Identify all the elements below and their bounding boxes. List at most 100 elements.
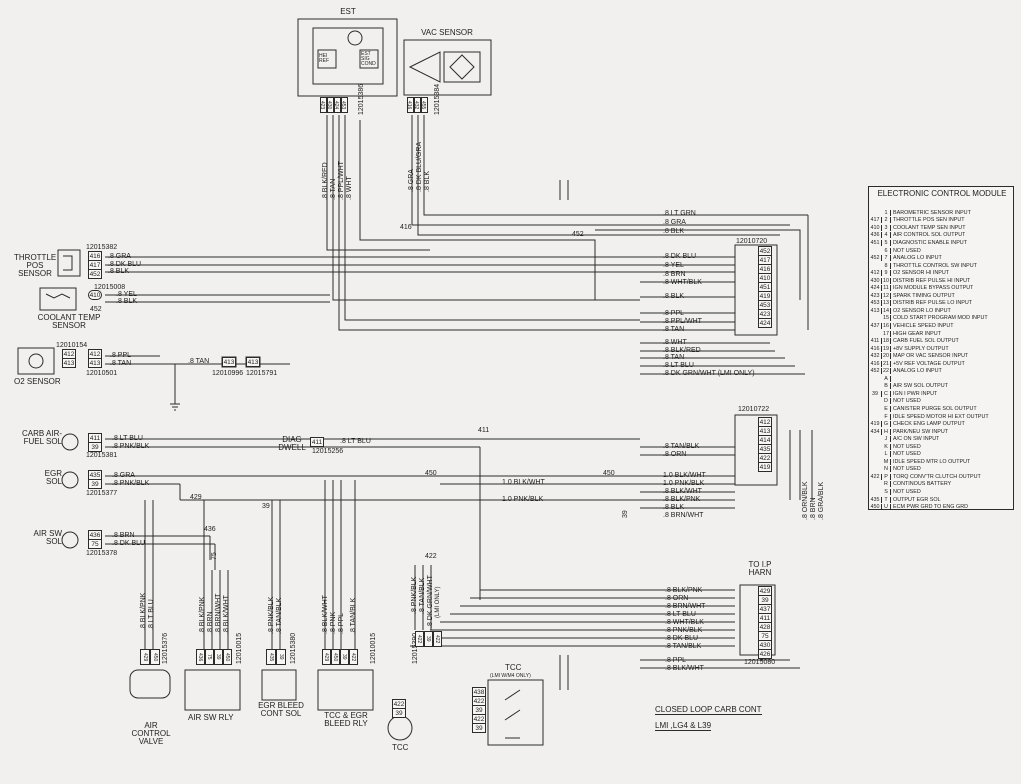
wire-egr-bleed-1: .8 PNK/BLK xyxy=(268,596,275,634)
o2-pin: 412 xyxy=(62,349,76,359)
ecm-wire-number: 422 xyxy=(869,473,882,480)
tcc-lmi-note: (LMI W/M4 ONLY) xyxy=(490,673,531,679)
vac-pin: 455 xyxy=(420,97,428,113)
circuit-452-coolant: 452 xyxy=(90,306,102,313)
wire-tcc-3: .8 DK GRN/WHT xyxy=(427,575,434,628)
wire-carb-1: .8 LT BLU xyxy=(112,435,143,442)
ecm-pin-description: IDLE SPEED MOTOR HI EXT OUTPUT xyxy=(893,413,989,420)
air-rly-connector: 436 75 39 450 xyxy=(196,649,232,665)
tcc-sw-pin: 39 xyxy=(424,631,433,647)
egr-bleed-body xyxy=(261,669,297,701)
part-o2-a: 12010154 xyxy=(56,342,88,349)
circuit-450: 450 xyxy=(425,470,437,477)
wire-egr-2: .8 PNK/BLK xyxy=(112,480,150,487)
ecm-pin-id: 6 xyxy=(882,247,891,254)
part-o2-b: 12010501 xyxy=(86,370,118,377)
ecm-pin-id: 21 xyxy=(883,360,891,367)
wire-ecm-mid-7: .8 TAN xyxy=(663,354,685,361)
ecm-legend-title: ELECTRONIC CONTROL MODULE xyxy=(877,189,1007,198)
ecm-pin-id: 8 xyxy=(882,262,891,269)
circuit-429: 429 xyxy=(190,494,202,501)
wire-lower-mid-2: 1.0 PNK/BLK xyxy=(502,496,544,503)
est-pin: 453 xyxy=(340,97,348,113)
ip-pin: 430 xyxy=(758,640,772,650)
ip-harn-label: TO I.P HARN xyxy=(748,560,772,577)
ecm-pin-id: 20 xyxy=(883,353,891,360)
ecm-a-pin: 410 xyxy=(758,273,772,283)
est-label: EST xyxy=(340,7,356,16)
tcc-sw-pin: 422 xyxy=(433,631,442,647)
ecm-pin-id: N xyxy=(882,466,891,473)
carb-label: CARB AIR-FUEL SOL xyxy=(22,429,63,446)
ecm-wire-number: 450 xyxy=(869,504,882,511)
part-carb: 12015381 xyxy=(86,452,118,459)
wire-tcc-1: .8 PNK/BLK xyxy=(411,576,418,614)
tcc-egr-rly-body xyxy=(317,669,374,711)
ecm-a-pins: 452 417 416 410 451 419 453 423 424 xyxy=(758,246,772,328)
wire-ecm-mid-2: .8 PPL xyxy=(663,310,685,317)
ecm-pin-id: B xyxy=(882,383,891,390)
wire-ecm-mid-4: .8 TAN xyxy=(663,326,685,333)
tps-sensor-box xyxy=(57,249,81,277)
ip-pin: 437 xyxy=(758,604,772,614)
ecm-pin-id: 2 xyxy=(882,217,891,224)
wire-tcc-egr-2: .8 PNK xyxy=(330,611,337,634)
ecm-b-pin: 412 xyxy=(758,417,772,427)
ecm-wire-number: 432 xyxy=(869,353,882,360)
tcc-lmi-pin: 422 xyxy=(472,696,486,706)
wire-lower-6: .8 BLK/PNK xyxy=(663,496,701,503)
o2-sensor-box xyxy=(17,347,55,375)
ecm-a-pin: 424 xyxy=(758,318,772,328)
wire-o2-1: .8 PPL xyxy=(110,352,132,359)
tcc-pin: 39 xyxy=(392,708,406,718)
ecm-pin-description: O2 SENSOR LO INPUT xyxy=(893,307,951,314)
air-sw-connector: 436 75 xyxy=(88,530,102,549)
wire-lower-8: .8 BRN/WHT xyxy=(663,512,704,519)
tcc-egr-pin: 450 xyxy=(331,649,340,665)
ecm-pin-id: H xyxy=(882,428,891,435)
o2-connector-b: 412 413 xyxy=(88,349,102,368)
tps-pin: 417 xyxy=(88,260,102,270)
circuit-39-mid: 39 xyxy=(622,510,629,518)
vac-pin: 432 xyxy=(413,97,421,113)
ip-pin: 411 xyxy=(758,613,772,623)
ecm-wire-number: 417 xyxy=(869,217,882,224)
ecm-pin-description: ANALOG LO INPUT xyxy=(893,368,942,375)
circuit-39: 39 xyxy=(262,503,270,510)
air-ctrl-connector: 429 450 xyxy=(140,649,160,665)
wire-air-ctrl-2: .8 LT BLU xyxy=(148,599,155,630)
egr-pin: 435 xyxy=(88,470,102,480)
ecm-wire-number: 410 xyxy=(869,224,882,231)
ecm-wire-number: 452 xyxy=(869,368,882,375)
ecm-pin-description: IGN I PWR INPUT xyxy=(893,390,938,397)
wire-ip-4: .8 LT BLU xyxy=(665,611,696,618)
ecm-wire-number: 416 xyxy=(869,360,882,367)
o2-pin: 412 xyxy=(88,349,102,359)
ecm-pin-id: S xyxy=(882,489,891,495)
circuit-416: 416 xyxy=(400,224,412,231)
o2-pin: 413 xyxy=(62,358,76,368)
wire-air-rly-1: .8 BLK/PNK xyxy=(199,596,206,634)
ecm-pin-id: 13 xyxy=(883,300,891,307)
wire-carb-2: .8 PNK/BLK xyxy=(112,443,150,450)
tps-label: THROTTLE POS SENSOR xyxy=(14,253,57,278)
wire-ecm-mid-8: .8 LT BLU xyxy=(663,362,694,369)
ecm-wire-number: 430 xyxy=(869,277,882,284)
tcc-egr-pin: 429 xyxy=(322,649,331,665)
carb-connector: 411 39 xyxy=(88,433,102,452)
wire-ip-9: .8 PPL xyxy=(665,657,687,664)
ecm-pin-description: AIR CONTROL SOL OUTPUT xyxy=(893,232,966,239)
coolant-connector: 410 xyxy=(88,290,102,300)
